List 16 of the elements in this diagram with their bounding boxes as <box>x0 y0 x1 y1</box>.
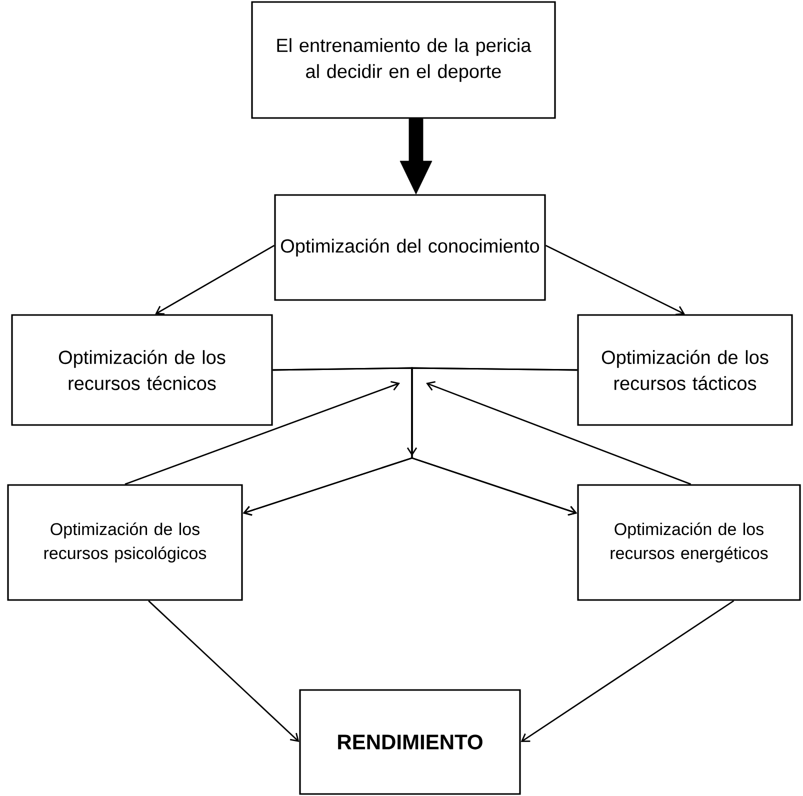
process-box: Optimización de los recursos psicológicos <box>7 484 243 601</box>
arrow <box>520 600 734 742</box>
arrow <box>411 367 578 516</box>
arrow <box>124 380 400 485</box>
arrow <box>406 368 418 456</box>
process-box: Optimización de los recursos tácticos <box>577 314 793 426</box>
arrow <box>426 381 692 485</box>
process-box: El entrenamiento de la pericia al decidir en el deporte <box>251 1 556 119</box>
process-box: Optimización de los recursos técnicos <box>11 314 273 426</box>
process-box: RENDIMIENTO <box>299 689 521 795</box>
arrow <box>155 244 275 315</box>
arrow <box>546 244 685 316</box>
arrow <box>148 600 300 742</box>
arrow <box>400 118 432 194</box>
process-box: Optimización de los recursos energéticos <box>577 484 801 601</box>
process-box: Optimización del conocimiento <box>274 194 546 301</box>
